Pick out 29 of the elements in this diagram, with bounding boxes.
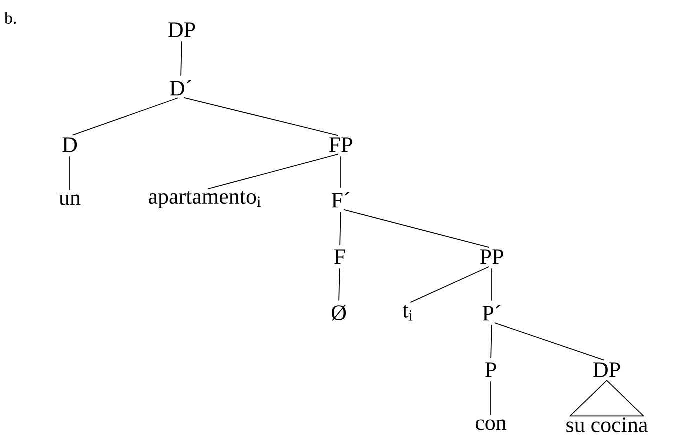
- tree-label: P´: [482, 305, 501, 321]
- tree-label: t$_{i}$: [402, 305, 413, 321]
- branch-line: [410, 266, 490, 303]
- branch-line: [343, 209, 490, 248]
- branch-line: [207, 154, 339, 190]
- tree-label: DP: [168, 22, 196, 38]
- branch-line: [338, 268, 340, 302]
- tree-label: F´: [332, 192, 350, 208]
- branch-line: [340, 156, 342, 188]
- tree-label: su cocina: [566, 418, 648, 432]
- tree-label: Ø: [332, 305, 346, 321]
- branch-line: [490, 324, 492, 359]
- tree-label: un: [59, 194, 81, 206]
- example-label: b.: [4, 12, 16, 24]
- branch-line: [494, 322, 605, 361]
- tree-label: D´: [170, 80, 192, 96]
- branch-line: [490, 381, 492, 416]
- tree-label: F: [334, 250, 346, 264]
- tree-label: DP: [594, 362, 620, 378]
- tree-label: D: [62, 138, 78, 152]
- tree-label: apartamento$_{i}$: [149, 191, 261, 209]
- tree-label: P: [486, 362, 496, 378]
- branch-line: [183, 97, 339, 136]
- tree-label: con: [476, 420, 507, 430]
- branch-line: [180, 41, 182, 76]
- branch-line: [72, 98, 179, 136]
- tree-label: PP: [480, 250, 504, 264]
- branch-line: [340, 212, 342, 246]
- tree-label: FP: [329, 138, 352, 152]
